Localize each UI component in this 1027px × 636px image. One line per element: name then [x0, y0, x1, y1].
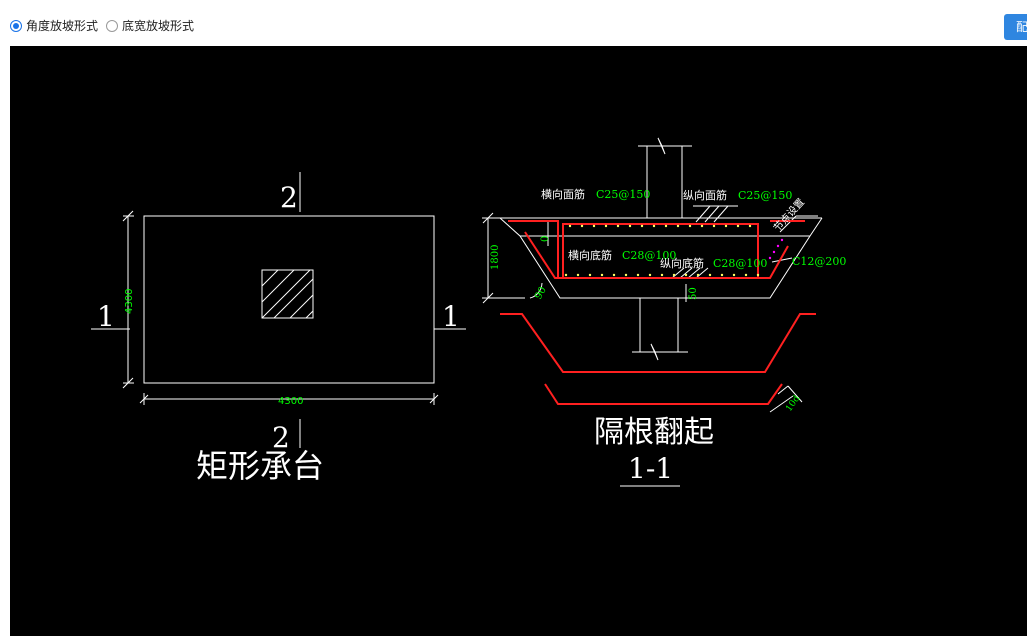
dim-height-text: 4300 — [124, 289, 135, 314]
label-bottom-cover: 50 — [688, 287, 699, 300]
label-top-transverse: 横向面筋 — [541, 187, 585, 201]
label-top-transverse-spec: C25@150 — [596, 188, 650, 201]
toolbar: 角度放坡形式 底宽放坡形式 配 — [0, 0, 1027, 46]
rect-pile-cap-plan — [91, 172, 466, 448]
radio-width-slope[interactable]: 底宽放坡形式 — [106, 17, 194, 34]
rebar-dots — [564, 224, 784, 277]
left-title: 矩形承台 — [196, 447, 324, 485]
bottom-rebar-bent-up — [500, 313, 816, 373]
cad-drawing: 2 2 1 1 4300 4300 矩形承台 — [91, 137, 846, 487]
rebar-lines — [500, 220, 816, 405]
section-mark-bottom: 2 — [272, 421, 290, 454]
pile-cap-outline — [143, 215, 435, 384]
slope-type-options: 角度放坡形式 底宽放坡形式 — [10, 17, 202, 34]
label-bend-length: 10d — [784, 394, 802, 414]
section-mark-right: 1 — [442, 300, 460, 333]
column-section — [261, 269, 314, 319]
label-bottom-longitudinal: 纵向底筋 — [660, 256, 704, 270]
section-mark-left: 1 — [97, 300, 115, 333]
label-top-longitudinal: 纵向面筋 — [683, 188, 727, 202]
label-top-longitudinal-spec: C25@150 — [738, 189, 792, 202]
confirm-button-label: 配 — [1016, 20, 1027, 34]
label-top-cover: 0 — [540, 236, 551, 242]
section-1-1-drawing — [482, 137, 823, 413]
dim-width-text: 4300 — [278, 396, 303, 407]
right-subtitle: 1-1 — [628, 452, 673, 485]
cap-slope-outline — [499, 217, 823, 299]
bottom-rebar-alternate — [544, 383, 783, 405]
radio-checked-icon — [10, 19, 22, 32]
section-mark-top: 2 — [280, 181, 298, 214]
right-title: 隔根翻起 — [594, 415, 714, 450]
radio-angle-slope-label: 角度放坡形式 — [26, 19, 99, 33]
label-bottom-transverse-spec: C28@100 — [622, 249, 676, 262]
column-hatch — [261, 269, 314, 319]
radio-angle-slope[interactable]: 角度放坡形式 — [10, 17, 98, 34]
confirm-button[interactable]: 配 — [1004, 14, 1027, 40]
label-angle: 90 — [533, 285, 549, 302]
label-side-rebar-spec: C12@200 — [792, 255, 846, 268]
radio-unchecked-icon — [106, 19, 119, 32]
cad-drawing-canvas: 2 2 1 1 4300 4300 矩形承台 — [10, 46, 1027, 636]
radio-width-slope-label: 底宽放坡形式 — [122, 19, 195, 33]
label-bottom-transverse: 横向底筋 — [568, 248, 612, 262]
label-bottom-longitudinal-spec: C28@100 — [713, 257, 767, 270]
label-depth: 1800 — [490, 245, 501, 270]
